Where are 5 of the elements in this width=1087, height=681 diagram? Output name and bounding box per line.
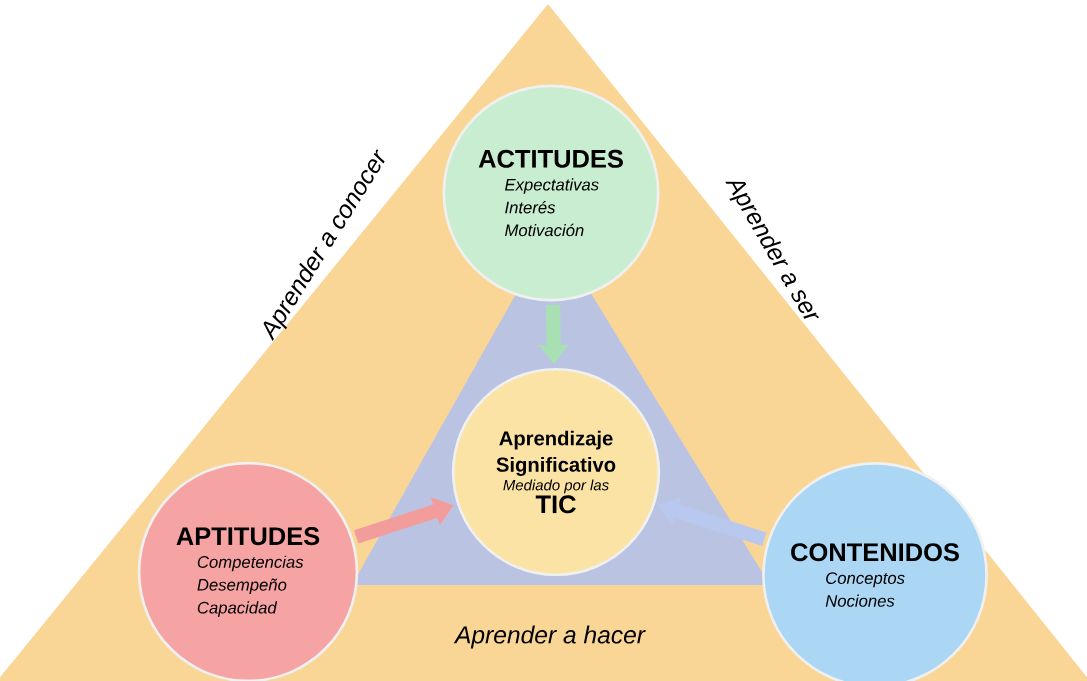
circle-node: ACTITUDES Expectativas Interés Motivación (442, 84, 660, 302)
circle-node: CONTENIDOS Conceptos Nociones (762, 462, 988, 681)
side-label: Aprender a hacer (453, 625, 646, 649)
circle-node: APTITUDES Competencias Desempeño Capacidad (137, 461, 359, 681)
circle-node: Aprendizaje Significativo Mediado por las TIC (451, 367, 661, 577)
